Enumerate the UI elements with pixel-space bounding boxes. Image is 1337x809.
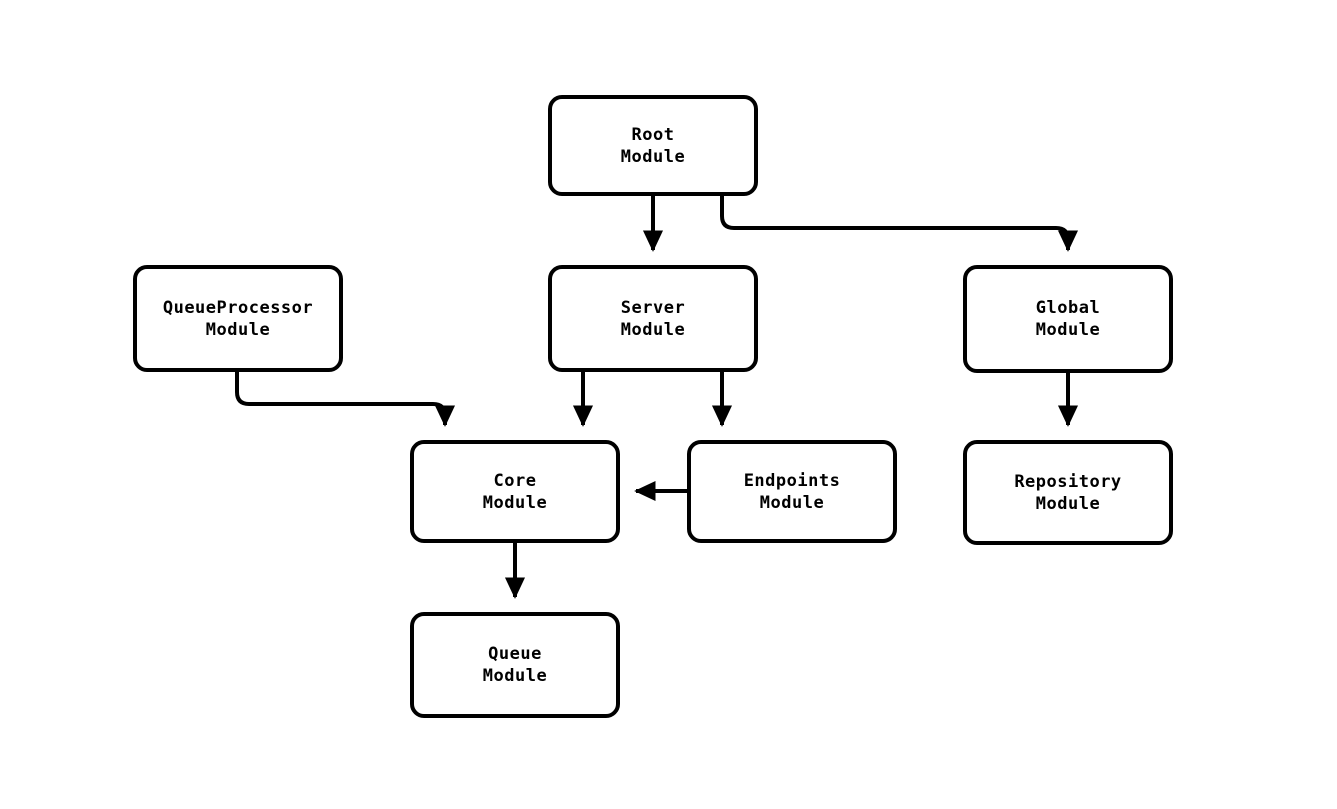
node-queue[interactable]: Queue Module [410,612,620,718]
node-root[interactable]: Root Module [548,95,758,196]
node-core[interactable]: Core Module [410,440,620,543]
node-core-label: Core Module [482,470,548,513]
node-repository-label: Repository Module [1014,471,1122,514]
node-queueprocessor[interactable]: QueueProcessor Module [133,265,343,372]
node-endpoints-label: Endpoints Module [743,470,841,513]
node-server[interactable]: Server Module [548,265,758,372]
node-queueprocessor-label: QueueProcessor Module [162,297,314,340]
node-server-label: Server Module [620,297,686,340]
edge-root-global [720,196,1079,252]
node-repository[interactable]: Repository Module [963,440,1173,545]
node-queue-label: Queue Module [482,644,548,686]
node-global-label: Global Module [1035,298,1101,340]
node-global[interactable]: Global Module [963,265,1173,373]
node-root-label: Root Module [620,124,686,167]
edge-queueprocessor-core [235,372,456,427]
node-endpoints[interactable]: Endpoints Module [687,440,897,543]
